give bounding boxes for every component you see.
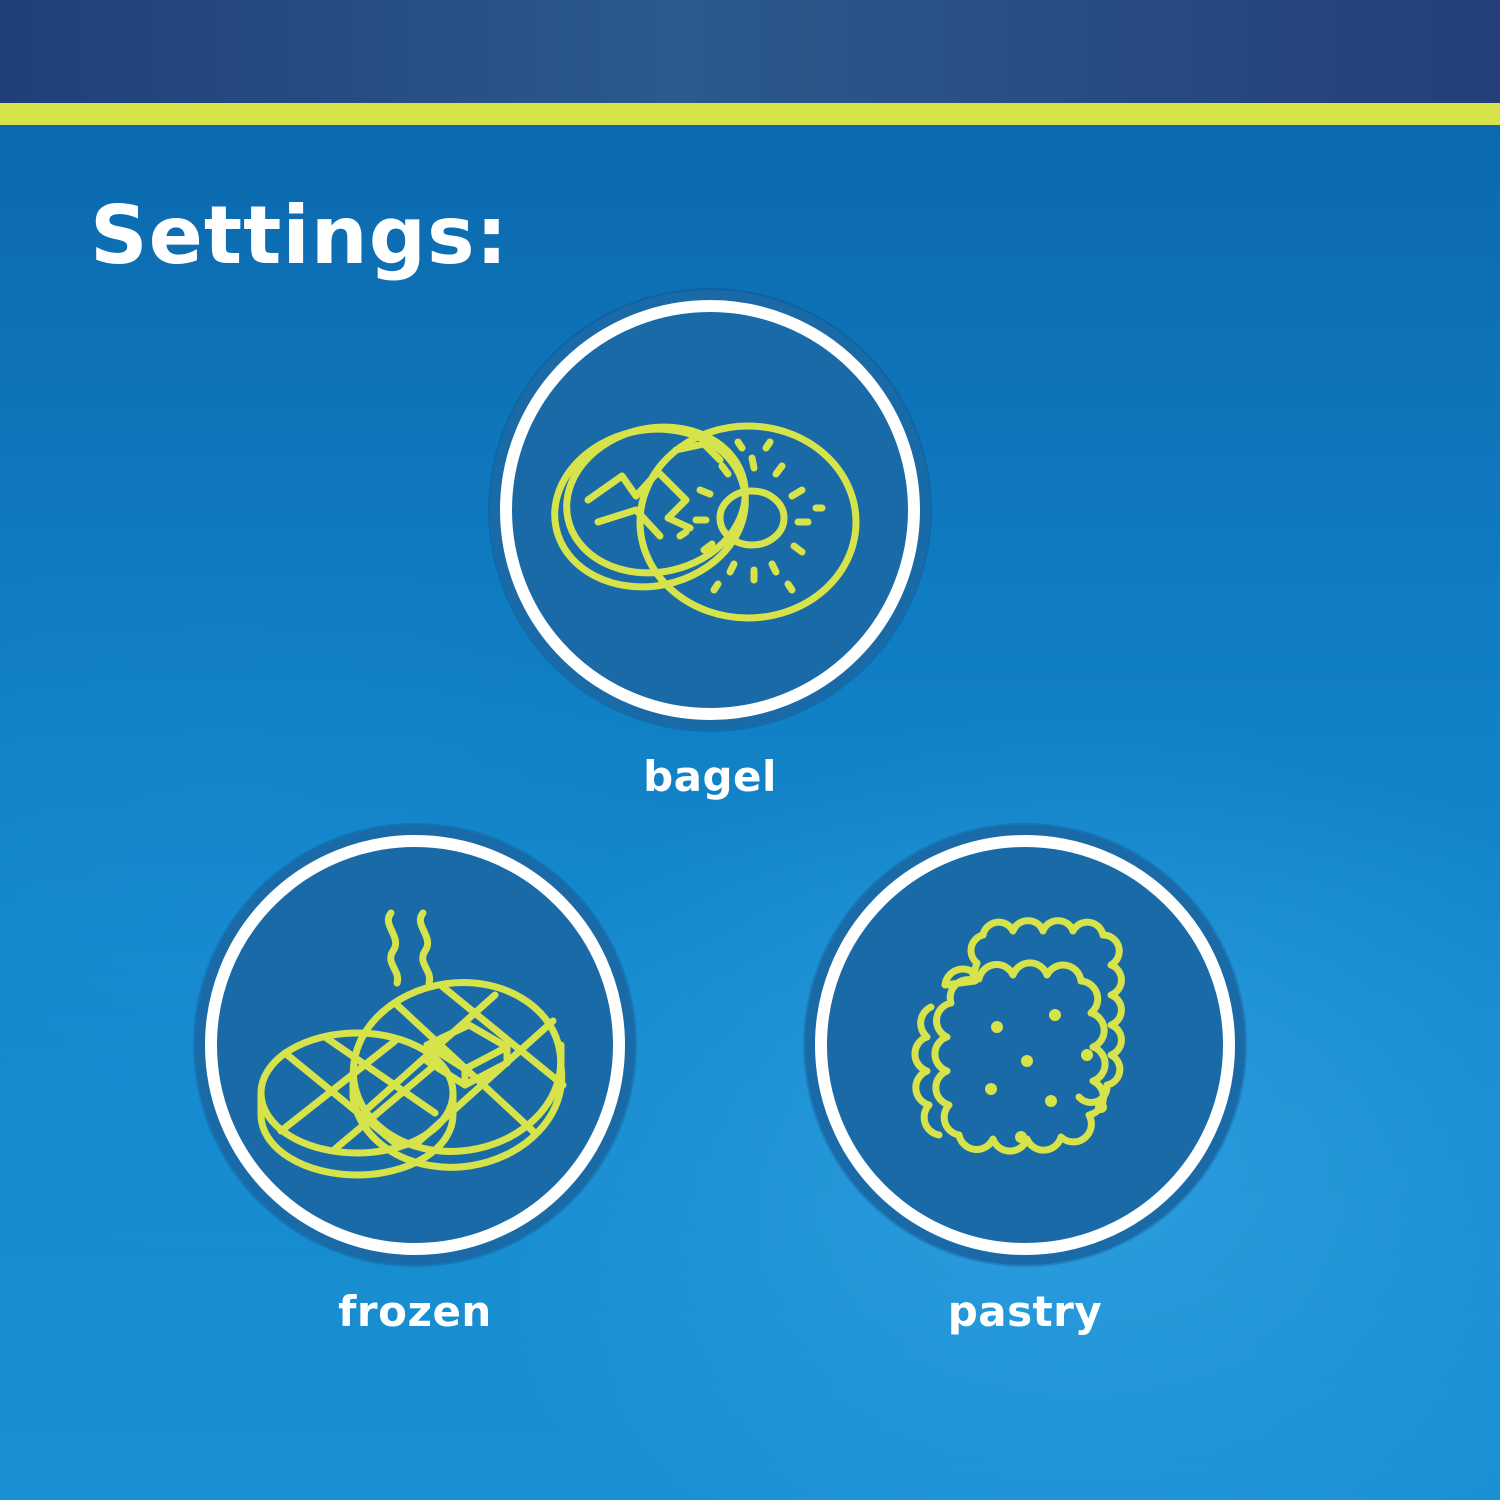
header-band xyxy=(0,0,1500,103)
frozen-waffle-icon xyxy=(257,909,567,1179)
setting-frozen: frozen xyxy=(195,825,635,1336)
setting-bagel-badge xyxy=(490,290,930,730)
setting-frozen-label: frozen xyxy=(338,1287,492,1336)
accent-stripe xyxy=(0,103,1500,125)
setting-pastry: pastry xyxy=(805,825,1245,1336)
setting-bagel: bagel xyxy=(490,290,930,801)
page-title: Settings: xyxy=(90,189,509,282)
setting-bagel-label: bagel xyxy=(643,752,777,801)
pastry-icon xyxy=(911,917,1125,1155)
setting-pastry-badge xyxy=(805,825,1245,1265)
setting-frozen-badge xyxy=(195,825,635,1265)
bagel-icon xyxy=(551,422,860,622)
setting-pastry-label: pastry xyxy=(947,1287,1103,1336)
